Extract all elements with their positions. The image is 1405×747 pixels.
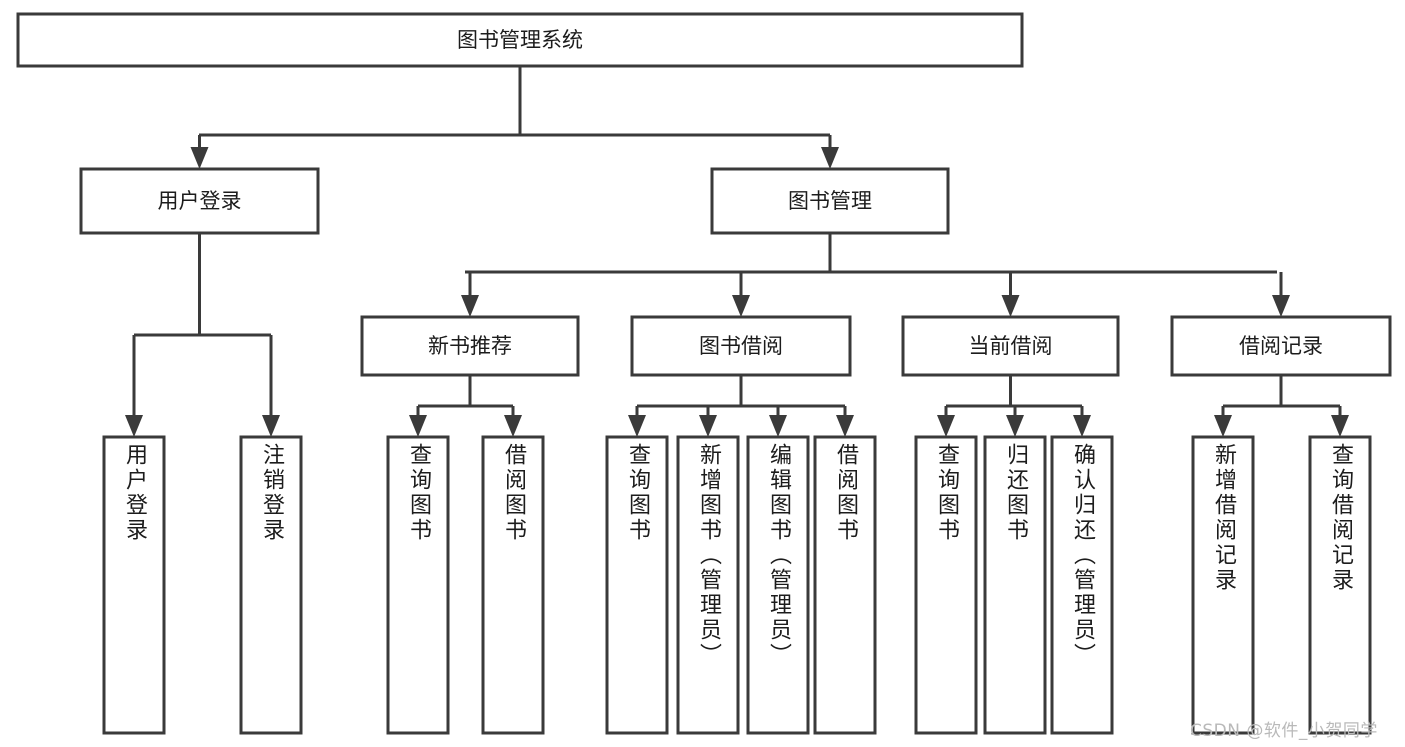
arrow-into-leaf-borrow-book [836, 415, 854, 437]
arrow-into-user-login [190, 147, 209, 169]
boxes-layer [16, 12, 1392, 735]
arrow-into-leaf-query-book-borrow [628, 415, 646, 437]
arrow-into-leaf-query-borrow-record [1331, 415, 1349, 437]
arrow-into-leaf-return-book [1006, 415, 1024, 437]
node-label-book-borrow: 图书借阅 [699, 334, 783, 358]
arrow-into-leaf-add-book [699, 415, 717, 437]
arrow-into-leaf-query-book-recommend [409, 415, 427, 437]
node-label-user-login: 用户登录 [158, 189, 242, 213]
node-box-leaf-query-book-recommend[interactable] [386, 435, 450, 735]
node-box-leaf-edit-book[interactable] [746, 435, 810, 735]
arrow-into-leaf-borrow-book-recommend [504, 415, 522, 437]
node-box-leaf-query-borrow-record[interactable] [1308, 435, 1372, 735]
arrow-into-leaf-add-borrow-record [1214, 415, 1232, 437]
arrow-into-leaf-logout [262, 415, 280, 437]
node-label-borrow-record: 借阅记录 [1239, 334, 1323, 358]
node-box-user-login[interactable] [79, 167, 320, 235]
node-label-root: 图书管理系统 [457, 28, 583, 52]
arrow-into-leaf-query-book-current [937, 415, 955, 437]
node-box-current-borrow[interactable] [901, 315, 1120, 377]
node-box-leaf-borrow-book[interactable] [813, 435, 877, 735]
node-box-leaf-user-login[interactable] [102, 435, 166, 735]
node-box-leaf-add-borrow-record[interactable] [1191, 435, 1255, 735]
arrow-into-book-borrow [732, 295, 750, 317]
node-box-leaf-query-book-current[interactable] [914, 435, 978, 735]
arrow-into-current-borrow [1001, 295, 1020, 317]
node-box-leaf-query-book-borrow[interactable] [605, 435, 669, 735]
node-box-new-book-recommend[interactable] [360, 315, 580, 377]
arrow-into-borrow-record [1272, 295, 1290, 317]
arrow-into-leaf-confirm-return [1073, 415, 1091, 437]
node-box-leaf-add-book[interactable] [676, 435, 740, 735]
arrow-into-leaf-user-login [125, 415, 143, 437]
node-box-leaf-confirm-return[interactable] [1050, 435, 1114, 735]
node-box-root[interactable] [16, 12, 1024, 68]
arrow-into-book-management [821, 147, 839, 169]
node-label-new-book-recommend: 新书推荐 [428, 334, 512, 358]
connectors-layer [125, 66, 1349, 437]
arrow-into-new-book-recommend [461, 295, 479, 317]
watermark-text: CSDN @软件_小贺同学 [1190, 721, 1378, 741]
node-box-book-management[interactable] [710, 167, 950, 235]
node-label-book-management: 图书管理 [788, 189, 872, 213]
node-box-leaf-logout[interactable] [239, 435, 303, 735]
node-box-leaf-borrow-book-recommend[interactable] [481, 435, 545, 735]
arrow-into-leaf-edit-book [769, 415, 787, 437]
node-box-borrow-record[interactable] [1170, 315, 1392, 377]
node-box-book-borrow[interactable] [630, 315, 852, 377]
node-box-leaf-return-book[interactable] [983, 435, 1047, 735]
node-label-current-borrow: 当前借阅 [969, 334, 1053, 358]
